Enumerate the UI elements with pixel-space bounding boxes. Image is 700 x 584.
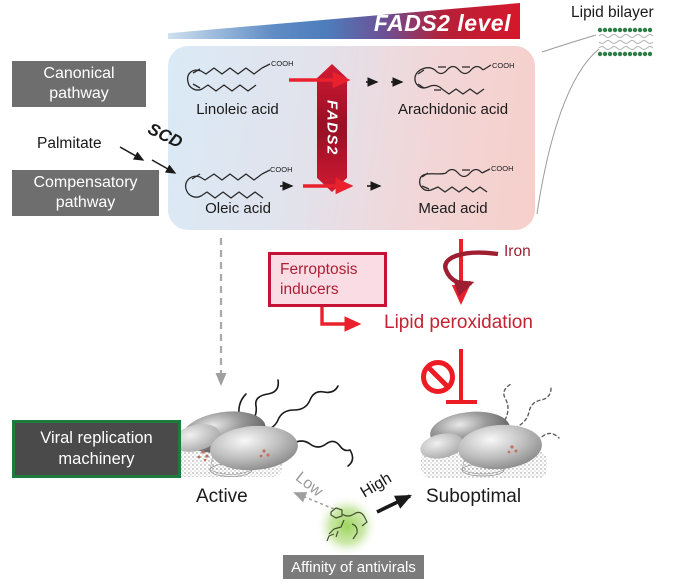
affinity-of-antivirals-box: Affinity of antivirals [283, 555, 424, 579]
fads2-level-label: FADS2 level [373, 10, 511, 36]
active-state-label: Active [196, 486, 248, 507]
arachidonic-acid-label: Arachidonic acid [397, 101, 509, 118]
compensatory-pathway-label: Compensatory pathway [33, 173, 138, 211]
linoleic-acid-label: Linoleic acid [196, 101, 279, 118]
oleic-acid-label: Oleic acid [205, 200, 271, 217]
ferroptosis-inducers-label: Ferroptosis inducers [280, 261, 358, 298]
palmitate-label: Palmitate [37, 135, 102, 152]
ferroptosis-inducers-box: Ferroptosis inducers [268, 252, 387, 307]
antiviral-molecule-icon [316, 495, 378, 557]
canonical-pathway-label: Canonical pathway [43, 64, 115, 102]
active-machinery-illustration [170, 379, 354, 477]
fads2-enzyme-label: FADS2 [323, 100, 341, 156]
high-affinity-arrow [376, 494, 412, 514]
viral-replication-machinery-box: Viral replication machinery [12, 420, 181, 478]
fads2-enzyme-arrow: FADS2 [317, 64, 347, 192]
suboptimal-state-label: Suboptimal [426, 486, 522, 507]
low-affinity-label: Low [292, 468, 326, 501]
lipid-bilayer-label: Lipid bilayer [571, 4, 654, 21]
inhibition-tbar [446, 349, 477, 404]
iron-label: Iron [504, 243, 531, 260]
suboptimal-machinery-illustration [420, 383, 560, 478]
iron-catalysis-arrows [443, 239, 499, 305]
compensatory-pathway-box: Compensatory pathway [12, 170, 159, 216]
affinity-of-antivirals-label: Affinity of antivirals [291, 558, 416, 576]
lipid-peroxidation-label: Lipid peroxidation [384, 312, 533, 333]
high-affinity-label: High [357, 469, 395, 502]
fads2-level-gradient-wedge: FADS2 level [168, 3, 520, 39]
bilayer-connector-lines [536, 34, 600, 215]
viral-replication-machinery-label: Viral replication machinery [40, 429, 153, 468]
mead-acid-label: Mead acid [418, 200, 488, 217]
lipid-bilayer-icon [597, 27, 654, 57]
canonical-pathway-box: Canonical pathway [12, 61, 146, 107]
prohibition-icon [421, 360, 455, 394]
